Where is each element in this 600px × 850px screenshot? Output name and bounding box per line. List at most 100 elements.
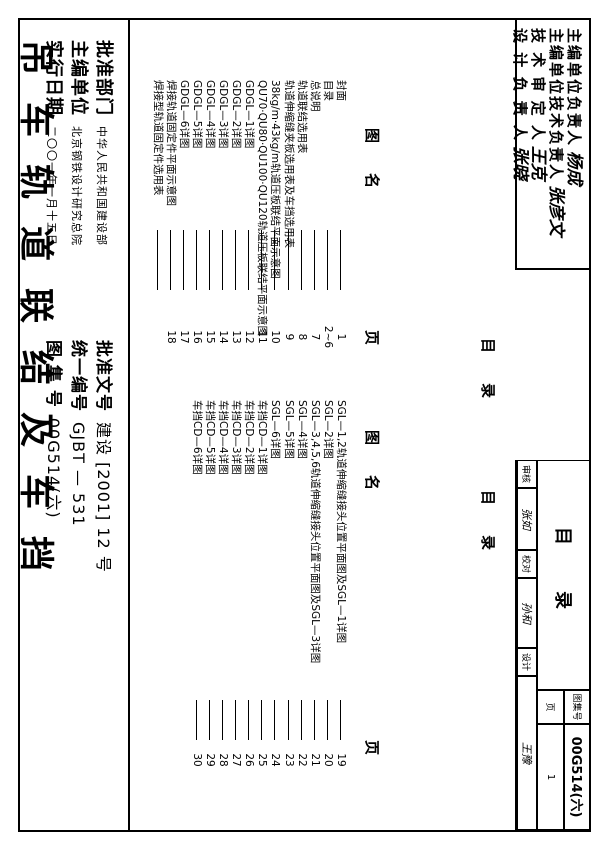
entry-page: 29 bbox=[204, 753, 216, 767]
right-col-page-header: 页 bbox=[363, 740, 381, 756]
entry-name: GDGL—6详图 bbox=[177, 80, 190, 149]
info-key: 批准文号 bbox=[93, 340, 113, 412]
info-key: 主编单位 bbox=[68, 40, 89, 116]
entry-name: GDGL—2详图 bbox=[230, 80, 243, 149]
entry-name: 车挡CD—2详图 bbox=[243, 400, 256, 475]
check-signature: 孙和 bbox=[517, 578, 537, 648]
info-value: 北京钢铁设计研究总院 bbox=[70, 126, 83, 246]
entry-name: 封面 bbox=[335, 80, 347, 101]
info-key: 实行日期 bbox=[43, 40, 64, 116]
entry-leader-line bbox=[261, 230, 263, 290]
title-block-grid: 目 录 图集号 00G514(六) 页 1 审核 张如 校对 孙和 设计 王豫 bbox=[517, 460, 591, 830]
entry-name: 总说明 bbox=[308, 80, 321, 112]
contents-entry: 封面 1 bbox=[334, 80, 347, 352]
info-row-dept: 批准部门中华人民共和国建设部 bbox=[92, 40, 118, 246]
entry-leader-line bbox=[195, 230, 197, 290]
entry-leader-line bbox=[195, 700, 197, 740]
entry-page: 22 bbox=[295, 753, 308, 767]
entry-leader-line bbox=[287, 230, 289, 290]
contents-entry: 车挡CD—4详图 28 bbox=[216, 400, 229, 775]
approval-panel: 主编单位负责人杨成 主编单位技术负责人张彦文 技 术 审 定 人王克 设 计 负… bbox=[510, 20, 589, 270]
entry-leader-line bbox=[235, 700, 237, 740]
entry-page: 28 bbox=[217, 753, 230, 767]
info-key: 统一编号 bbox=[68, 340, 88, 412]
info-row-unified-no: 统一编号GJBT — 531 bbox=[68, 340, 93, 527]
contents-entry: SGL—4详图 22 bbox=[295, 400, 308, 775]
contents-entry: SGL—5详图 23 bbox=[282, 400, 295, 775]
entry-leader-line bbox=[313, 700, 315, 740]
entry-name: 焊接型轨道固定件选用表 bbox=[151, 80, 164, 196]
entry-page: 24 bbox=[269, 753, 282, 767]
entry-name: GDGL—3详图 bbox=[217, 80, 230, 149]
entry-leader-line bbox=[248, 230, 250, 290]
entry-leader-line bbox=[326, 230, 328, 290]
contents-entry: SGL—6详图 24 bbox=[269, 400, 282, 775]
entry-leader-line bbox=[235, 230, 237, 290]
entry-leader-line bbox=[209, 700, 210, 740]
entry-name: 车挡CD—5详图 bbox=[204, 400, 216, 475]
entry-page: 2~6 bbox=[321, 325, 334, 349]
contents-entry: 焊接型轨道固定件选用表 bbox=[151, 80, 164, 352]
approval-label: 设 计 负 责 人 bbox=[511, 28, 529, 142]
contents-entry: 车挡CD—3详图 27 bbox=[229, 400, 242, 775]
entry-page: 11 bbox=[256, 330, 269, 344]
entry-leader-line bbox=[313, 230, 315, 290]
info-row-editor: 主编单位北京钢铁设计研究总院 bbox=[67, 40, 93, 246]
drawing-title-block: 目 录 图集号 00G514(六) 页 1 审核 张如 校对 孙和 设计 王豫 bbox=[515, 460, 591, 830]
entry-page: 14 bbox=[217, 330, 230, 344]
entry-page: 21 bbox=[308, 753, 321, 767]
contents-entry: GDGL—6详图 17 bbox=[177, 80, 190, 352]
entry-leader-line bbox=[300, 230, 302, 290]
entry-page: 27 bbox=[230, 753, 243, 767]
entry-name: SGL—3,4,5,6轨道伸缩缝接头位置平面图及SGL—3详图 bbox=[308, 400, 321, 664]
info-value: 00G514(六) bbox=[44, 417, 63, 519]
approval-line: 设 计 负 责 人张晓 bbox=[510, 28, 535, 180]
entry-leader-line bbox=[340, 230, 341, 290]
entry-page: 10 bbox=[269, 330, 282, 344]
entry-page: 20 bbox=[321, 753, 334, 767]
entry-leader-line bbox=[287, 700, 289, 740]
entry-page: 18 bbox=[164, 330, 177, 344]
info-key: 批准部门 bbox=[93, 40, 114, 116]
cover-title-panel: 吊车轨道联结及车挡 批准部门中华人民共和国建设部 主编单位北京钢铁设计研究总院 … bbox=[15, 20, 130, 830]
entry-name: SGL—5详图 bbox=[282, 400, 295, 459]
entry-leader-line bbox=[274, 700, 276, 740]
contents-entry: 总说明 7 bbox=[308, 80, 321, 352]
info-value: 中华人民共和国建设部 bbox=[95, 126, 108, 246]
contents-entry: 车挡CD—5详图 29 bbox=[203, 400, 216, 775]
entry-leader-line bbox=[182, 230, 184, 290]
entry-page: 23 bbox=[282, 753, 295, 767]
entry-name: SGL—1,2轨道伸缩缝接头位置平面图及SGL—1详图 bbox=[335, 400, 347, 644]
left-col-name-header: 图 名 bbox=[363, 128, 381, 189]
info-key: 图 集 号 bbox=[43, 340, 63, 408]
drawing-title: 目 录 bbox=[537, 460, 591, 690]
entry-page: 7 bbox=[308, 333, 321, 341]
entry-page: 12 bbox=[243, 330, 256, 344]
entry-page: 17 bbox=[177, 330, 190, 344]
entry-name: SGL—4详图 bbox=[295, 400, 308, 459]
entry-name: 车挡CD—3详图 bbox=[230, 400, 243, 475]
entry-leader-line bbox=[209, 230, 210, 290]
contents-heading: 目 录 bbox=[479, 338, 497, 399]
entry-leader-line bbox=[340, 700, 341, 740]
approval-signature: 张晓 bbox=[510, 145, 530, 180]
entry-name: 轨道伸缩缝夹板选用表及车挡选用表 bbox=[282, 80, 295, 248]
entry-name: QU70·QU80·QU100·QU120轨道压板联结平面示意图 bbox=[256, 80, 269, 337]
info-row-atlas-no: 图 集 号 00G514(六) bbox=[43, 340, 68, 519]
entry-name: 车挡CD—4详图 bbox=[217, 400, 230, 475]
entry-leader-line bbox=[222, 230, 224, 290]
contents-entry: SGL—3,4,5,6轨道伸缩缝接头位置平面图及SGL—3详图 21 bbox=[308, 400, 321, 775]
entry-name: SGL—6详图 bbox=[269, 400, 282, 459]
entry-leader-line bbox=[222, 700, 224, 740]
entry-page: 1 bbox=[335, 333, 347, 341]
entry-leader-line bbox=[326, 700, 328, 740]
